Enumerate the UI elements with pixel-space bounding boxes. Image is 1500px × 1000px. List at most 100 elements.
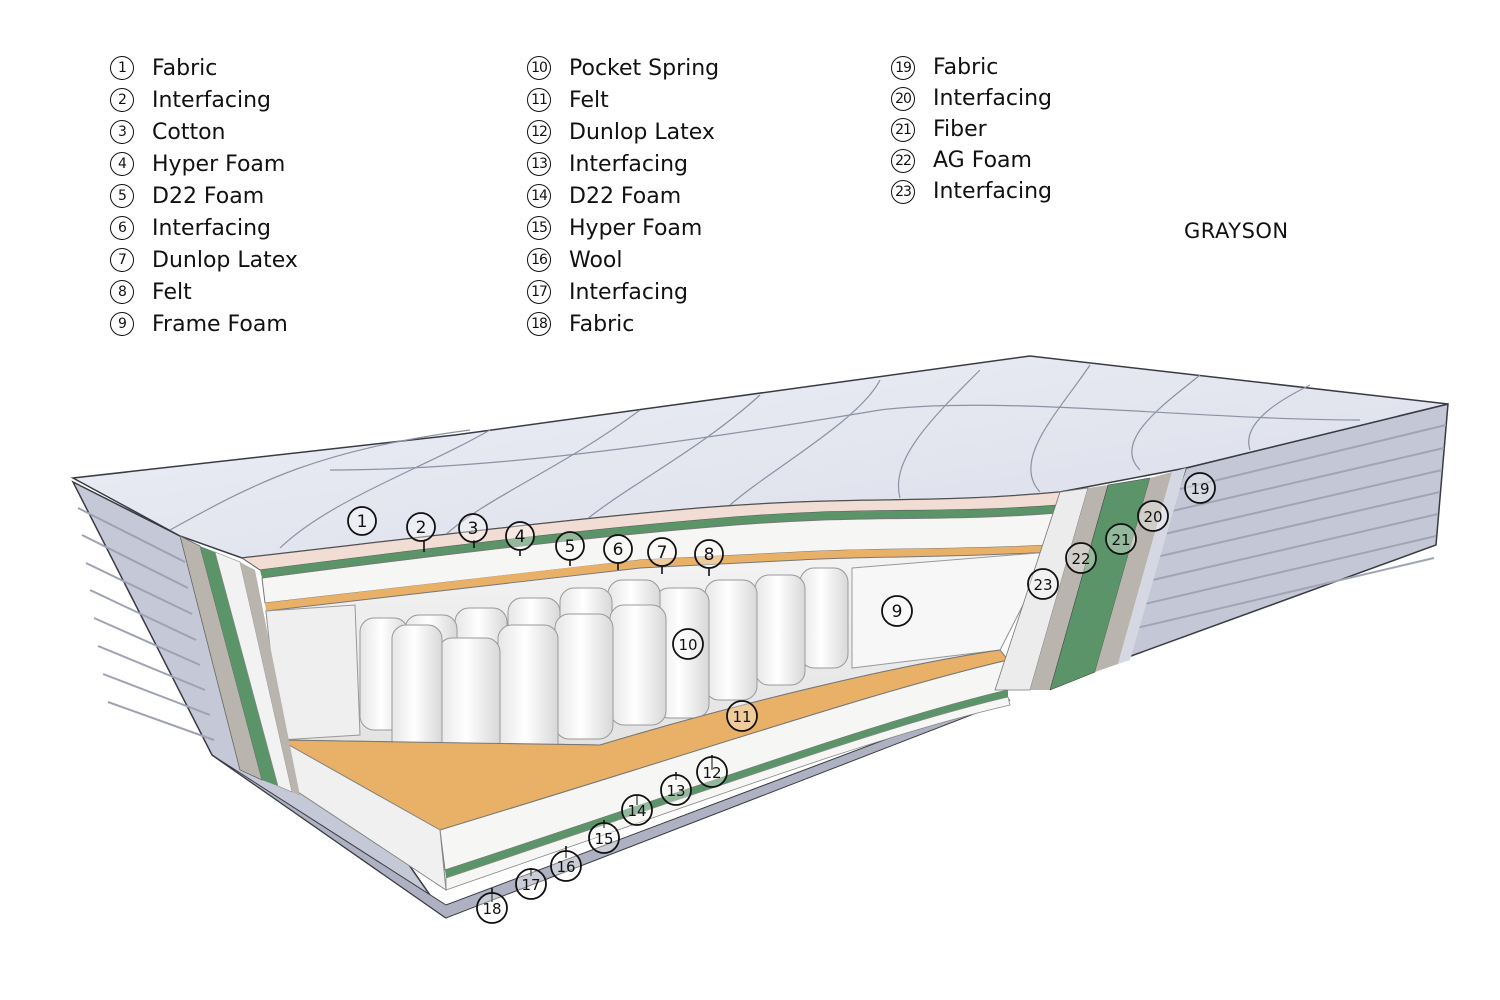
svg-text:19: 19 (1190, 480, 1209, 498)
brand-name: GRAYSON (1184, 219, 1289, 243)
legend-number: 18 (527, 312, 551, 336)
legend-item: 19 Fabric (891, 52, 1052, 83)
callout-5: 5 (555, 531, 585, 561)
legend-number: 10 (527, 56, 551, 80)
legend-label: D22 Foam (569, 183, 682, 209)
svg-text:8: 8 (704, 545, 715, 565)
legend-label: D22 Foam (152, 183, 265, 209)
legend-number: 11 (527, 88, 551, 112)
callout-20: 20 (1137, 500, 1169, 532)
legend-number: 12 (527, 120, 551, 144)
callout-2: 2 (406, 512, 436, 542)
svg-text:13: 13 (666, 782, 685, 800)
svg-text:18: 18 (482, 900, 501, 918)
legend-number: 23 (891, 179, 915, 204)
callout-14: 14 (621, 794, 653, 826)
svg-text:7: 7 (657, 543, 668, 563)
legend-item: 16 Wool (527, 244, 719, 276)
callout-3: 3 (458, 513, 488, 543)
svg-text:17: 17 (521, 876, 540, 894)
legend-label: Wool (569, 247, 623, 273)
legend-label: Interfacing (152, 87, 271, 113)
legend-number: 13 (527, 152, 551, 176)
legend-item: 2 Interfacing (110, 84, 298, 116)
svg-text:20: 20 (1143, 508, 1162, 526)
left-cut-green (200, 546, 278, 786)
callout-4: 4 (505, 521, 535, 551)
svg-text:6: 6 (613, 540, 624, 560)
svg-text:5: 5 (565, 537, 576, 557)
svg-text:21: 21 (1111, 531, 1130, 549)
legend-label: Cotton (152, 119, 226, 145)
callout-15: 15 (588, 822, 620, 854)
legend-label: Interfacing (152, 215, 271, 241)
callout-12: 12 (696, 756, 728, 788)
layer-felt-top (265, 545, 1052, 611)
legend-label: Fiber (933, 117, 987, 142)
legend-number: 4 (110, 152, 134, 176)
legend-number: 6 (110, 216, 134, 240)
legend-item: 1 Fabric (110, 52, 298, 84)
callout-6: 6 (603, 534, 633, 564)
legend-number: 22 (891, 148, 915, 173)
legend-number: 7 (110, 248, 134, 272)
legend-label: Fabric (152, 55, 218, 81)
legend-item: 14 D22 Foam (527, 180, 719, 212)
callout-22: 22 (1065, 542, 1097, 574)
callout-10: 10 (672, 628, 704, 660)
right-cut-gray (1030, 485, 1108, 690)
callout-19: 19 (1184, 472, 1216, 504)
legend-number: 1 (110, 56, 134, 80)
svg-text:3: 3 (468, 519, 479, 539)
top-quilting-lines (169, 364, 1361, 549)
legend-number: 5 (110, 184, 134, 208)
legend-item: 23 Interfacing (891, 176, 1052, 207)
callouts: 1 2 3 4 5 6 7 8 9 10 11 12 13 14 15 16 1… (347, 472, 1216, 924)
legend-number: 8 (110, 280, 134, 304)
side-quilting-left (77, 507, 215, 741)
legend-item: 11 Felt (527, 84, 719, 116)
legend-item: 22 AG Foam (891, 145, 1052, 176)
svg-text:9: 9 (892, 602, 903, 622)
svg-text:14: 14 (627, 802, 646, 820)
legend-label: Dunlop Latex (569, 119, 715, 145)
legend-number: 20 (891, 86, 915, 111)
svg-text:12: 12 (702, 764, 721, 782)
callout-23: 23 (1027, 568, 1059, 600)
svg-text:23: 23 (1033, 576, 1052, 594)
legend-label: Interfacing (933, 86, 1052, 111)
legend-number: 17 (527, 280, 551, 304)
callout-13: 13 (660, 774, 692, 806)
right-cut-gray2 (1095, 472, 1172, 672)
legend-number: 16 (527, 248, 551, 272)
legend-number: 2 (110, 88, 134, 112)
legend-number: 19 (891, 55, 915, 80)
legend-number: 3 (110, 120, 134, 144)
legend-label: Fabric (569, 311, 635, 337)
svg-text:10: 10 (678, 636, 697, 654)
legend-label: Interfacing (569, 151, 688, 177)
legend-label: AG Foam (933, 148, 1032, 173)
svg-text:16: 16 (556, 858, 575, 876)
legend-number: 14 (527, 184, 551, 208)
legend-item: 6 Interfacing (110, 212, 298, 244)
svg-text:22: 22 (1071, 550, 1090, 568)
legend-label: Felt (569, 87, 609, 113)
svg-text:11: 11 (732, 708, 751, 726)
svg-text:1: 1 (357, 512, 368, 532)
legend-label: Interfacing (569, 279, 688, 305)
side-quilting-right (1127, 424, 1447, 631)
callout-7: 7 (647, 537, 677, 567)
legend-item: 12 Dunlop Latex (527, 116, 719, 148)
legend-number: 15 (527, 216, 551, 240)
legend-label: Fabric (933, 55, 999, 80)
legend-label: Interfacing (933, 179, 1052, 204)
